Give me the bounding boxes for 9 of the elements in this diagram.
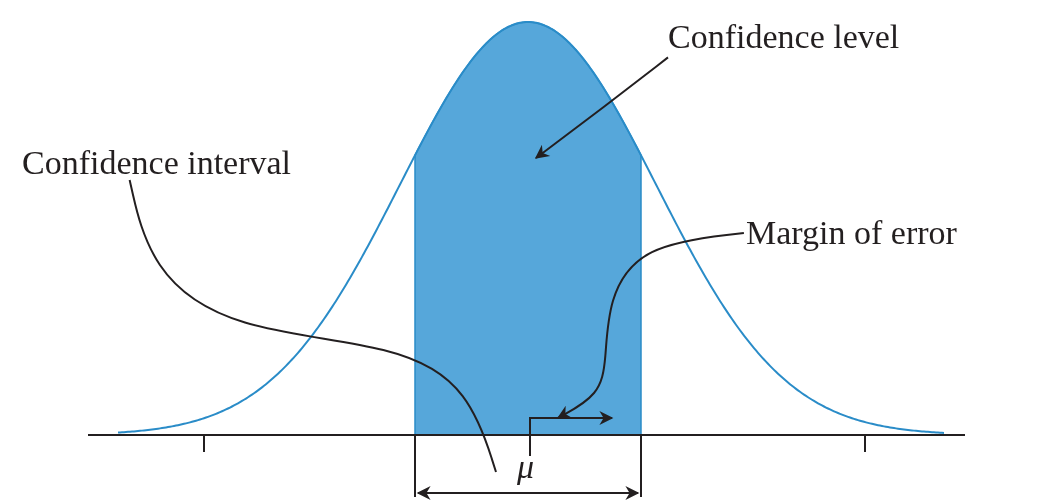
shaded-area [414,21,642,436]
mu-symbol: μ [517,450,535,484]
leader-line [534,56,669,159]
callout-label: Confidence level [668,20,900,54]
leader-line [556,232,745,419]
leader-line [128,179,497,473]
callout-label: Margin of error [746,216,957,250]
callout-label: Confidence interval [22,146,292,180]
arrow [529,411,614,457]
